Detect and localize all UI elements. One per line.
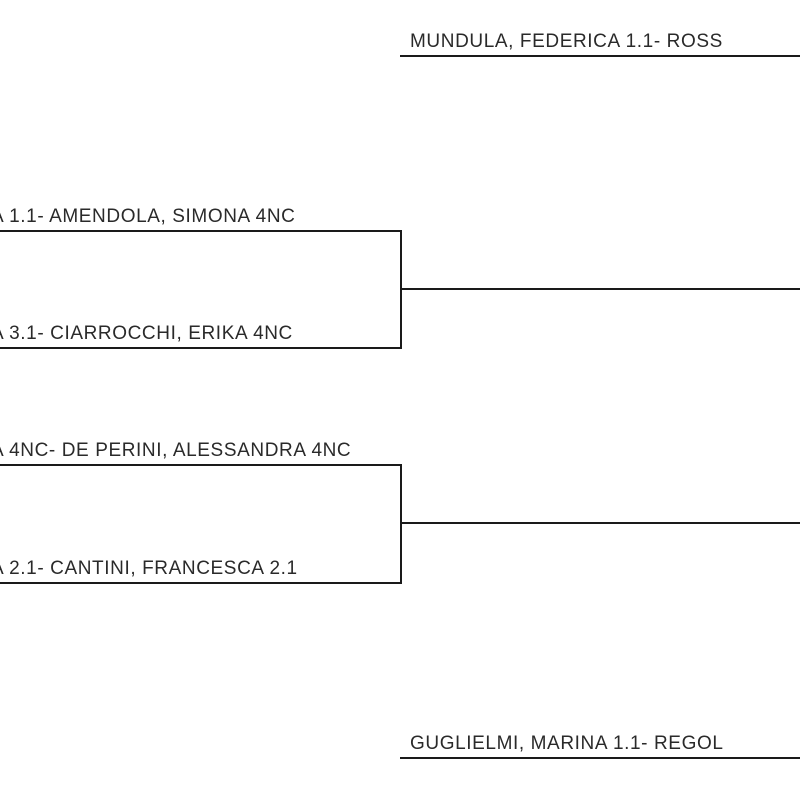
- bracket-line-match1-winner: [400, 288, 800, 290]
- entry-match1-bottom: A 3.1- CIARROCCHI, ERIKA 4NC: [0, 323, 293, 344]
- bracket-line-match2-bottom: [0, 582, 402, 584]
- entry-top-right: MUNDULA, FEDERICA 1.1- ROSS: [410, 31, 723, 52]
- bracket-line-match1-bottom: [0, 347, 402, 349]
- bracket-line-match2-winner: [400, 522, 800, 524]
- bracket-line-top-right: [400, 55, 800, 57]
- entry-match1-top: A 1.1- AMENDOLA, SIMONA 4NC: [0, 206, 296, 227]
- bracket-line-bottom-right: [400, 757, 800, 759]
- bracket-line-match1-top: [0, 230, 402, 232]
- bracket-line-match2-top: [0, 464, 402, 466]
- entry-match2-bottom: A 2.1- CANTINI, FRANCESCA 2.1: [0, 558, 298, 579]
- entry-bottom-right: GUGLIELMI, MARINA 1.1- REGOL: [410, 733, 724, 754]
- bracket-connector-match2: [400, 464, 402, 584]
- entry-match2-top: A 4NC- DE PERINI, ALESSANDRA 4NC: [0, 440, 352, 461]
